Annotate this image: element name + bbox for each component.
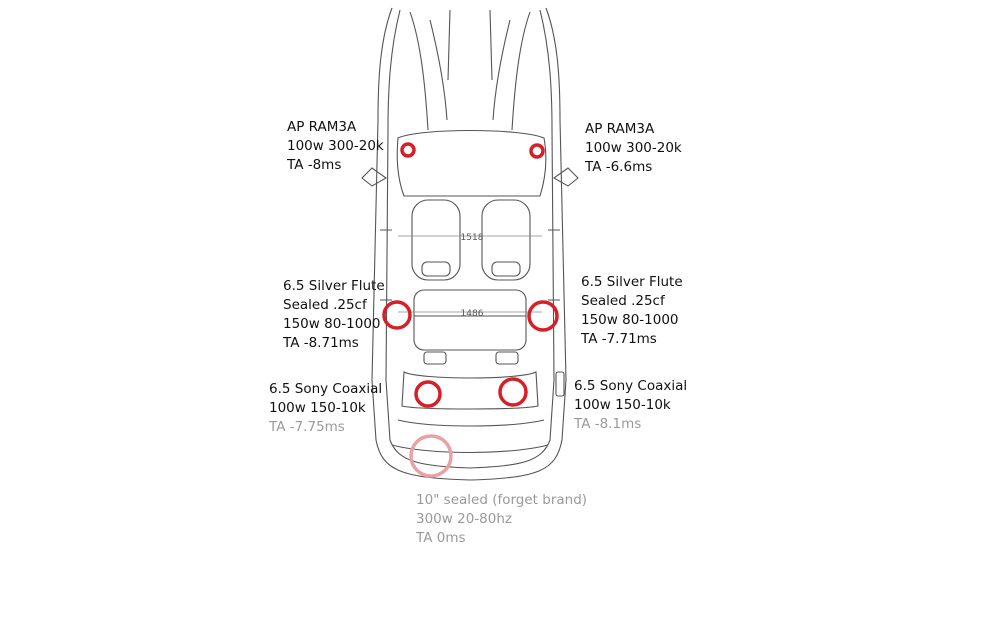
label-line: 300w 20-80hz [416,511,512,527]
label-line: 100w 300-20k [585,140,682,156]
speaker-marker-rear-left [414,380,442,408]
label-line: 100w 150-10k [269,400,366,416]
speaker-marker-mid-left [382,300,412,330]
label-line: TA -8ms [287,157,342,173]
label-line: 100w 150-10k [574,397,671,413]
label-line: 10" sealed (forget brand) [416,492,588,508]
rear-width-dimension: 1486 [461,309,484,319]
speaker-marker-front-right [529,143,545,159]
label-line: AP RAM3A [287,119,357,135]
label-line: TA 0ms [416,530,466,546]
label-rear-right: 6.5 Sony Coaxial 100w 150-10k TA -8.1ms [574,377,687,434]
label-rear-left: 6.5 Sony Coaxial 100w 150-10k TA -7.75ms [269,380,382,437]
car-outline [361,7,579,481]
label-mid-right: 6.5 Silver Flute Sealed .25cf 150w 80-10… [581,273,683,349]
speaker-marker-front-left [400,142,416,158]
label-mid-left: 6.5 Silver Flute Sealed .25cf 150w 80-10… [283,277,385,353]
label-front-right: AP RAM3A 100w 300-20k TA -6.6ms [585,120,682,177]
label-line: Sealed .25cf [581,293,665,309]
label-line: 6.5 Sony Coaxial [574,378,688,394]
front-width-dimension: 1518 [461,233,484,243]
label-line: TA -7.75ms [269,419,345,435]
speaker-marker-mid-right [527,300,559,332]
label-line: Sealed .25cf [283,297,367,313]
label-line: TA -8.71ms [283,335,359,351]
label-subwoofer: 10" sealed (forget brand) 300w 20-80hz T… [416,491,587,548]
label-front-left: AP RAM3A 100w 300-20k TA -8ms [287,118,384,175]
label-line: 150w 80-1000 [581,312,679,328]
label-line: 6.5 Sony Coaxial [269,381,383,397]
label-line: TA -8.1ms [574,416,642,432]
label-line: 150w 80-1000 [283,316,381,332]
speaker-marker-rear-right [498,377,528,407]
label-line: TA -7.71ms [581,331,657,347]
label-line: 6.5 Silver Flute [581,274,683,290]
label-line: TA -6.6ms [585,159,653,175]
subwoofer-marker [409,434,453,478]
label-line: AP RAM3A [585,121,655,137]
label-line: 6.5 Silver Flute [283,278,385,294]
label-line: 100w 300-20k [287,138,384,154]
